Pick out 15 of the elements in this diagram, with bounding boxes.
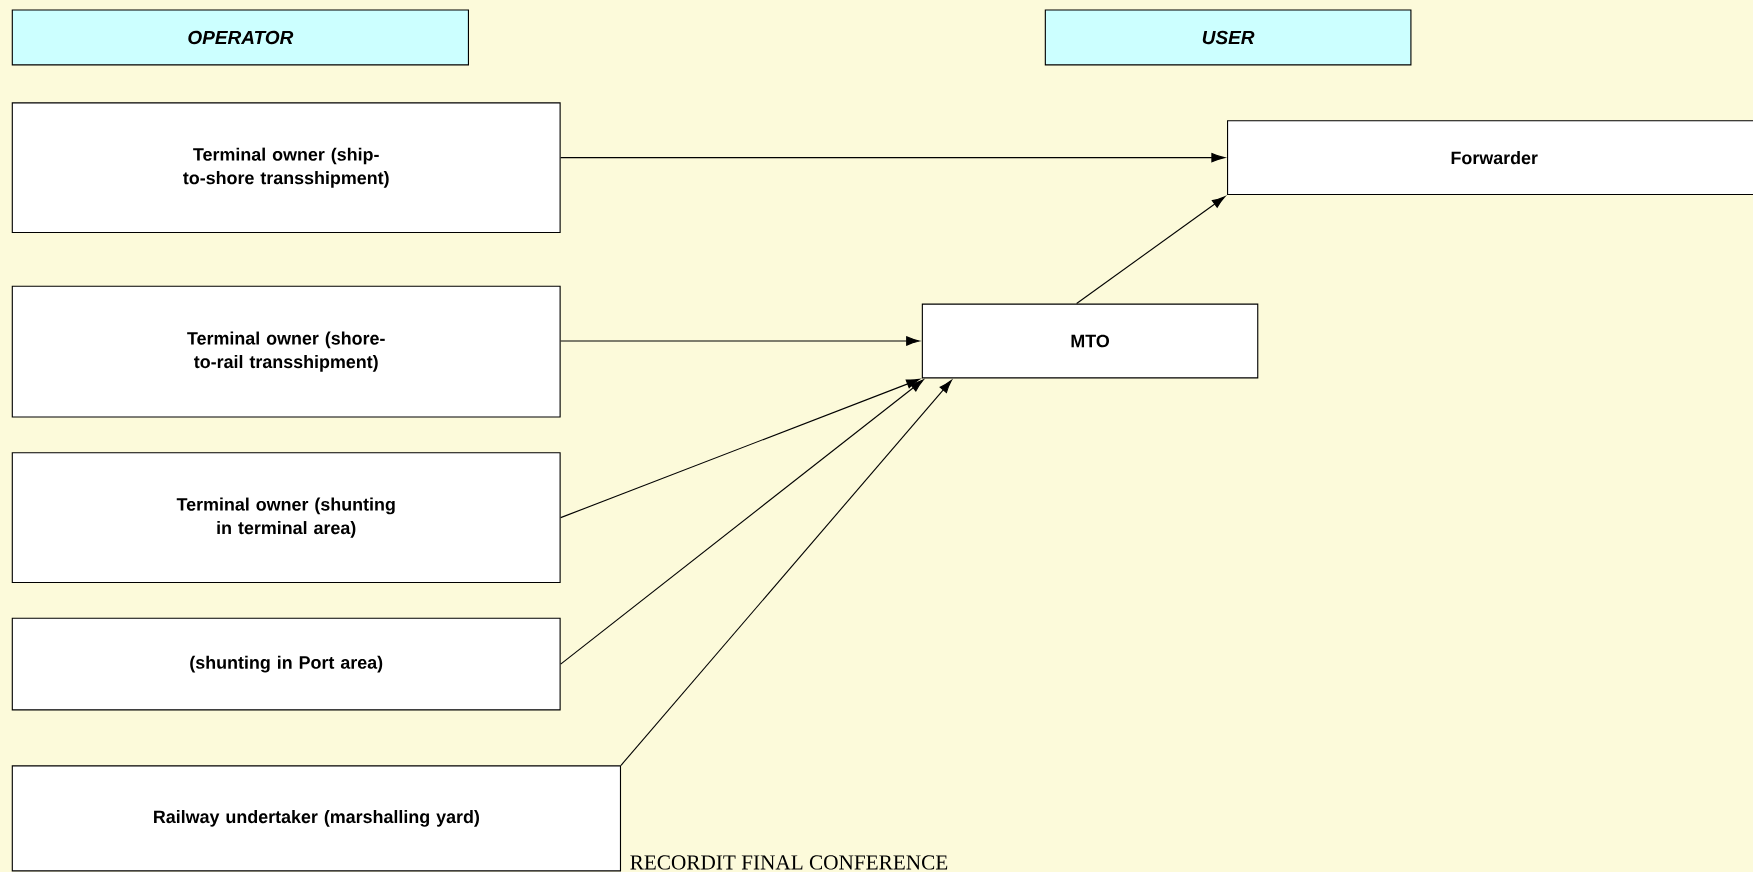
process-box: Terminal owner (shunting in terminal area) bbox=[11, 452, 561, 583]
arrow bbox=[1076, 196, 1226, 305]
process-box: Terminal owner (shore-to-rail transshipment) bbox=[11, 285, 561, 418]
header-box: USER bbox=[1044, 9, 1412, 66]
header-box: OPERATOR bbox=[11, 9, 469, 66]
process-box: Terminal owner (ship-to-shore transshipment) bbox=[11, 102, 561, 234]
process-box: (shunting in Port area) bbox=[11, 617, 561, 711]
arrow bbox=[620, 379, 952, 766]
arrow bbox=[560, 152, 1225, 163]
arrow bbox=[560, 336, 920, 346]
arrow bbox=[560, 379, 924, 665]
process-box: MTO bbox=[921, 303, 1259, 379]
process-box: Forwarder bbox=[1227, 120, 1753, 196]
process-box: Railway undertaker (marshalling yard) bbox=[11, 765, 622, 872]
arrow bbox=[560, 378, 920, 519]
